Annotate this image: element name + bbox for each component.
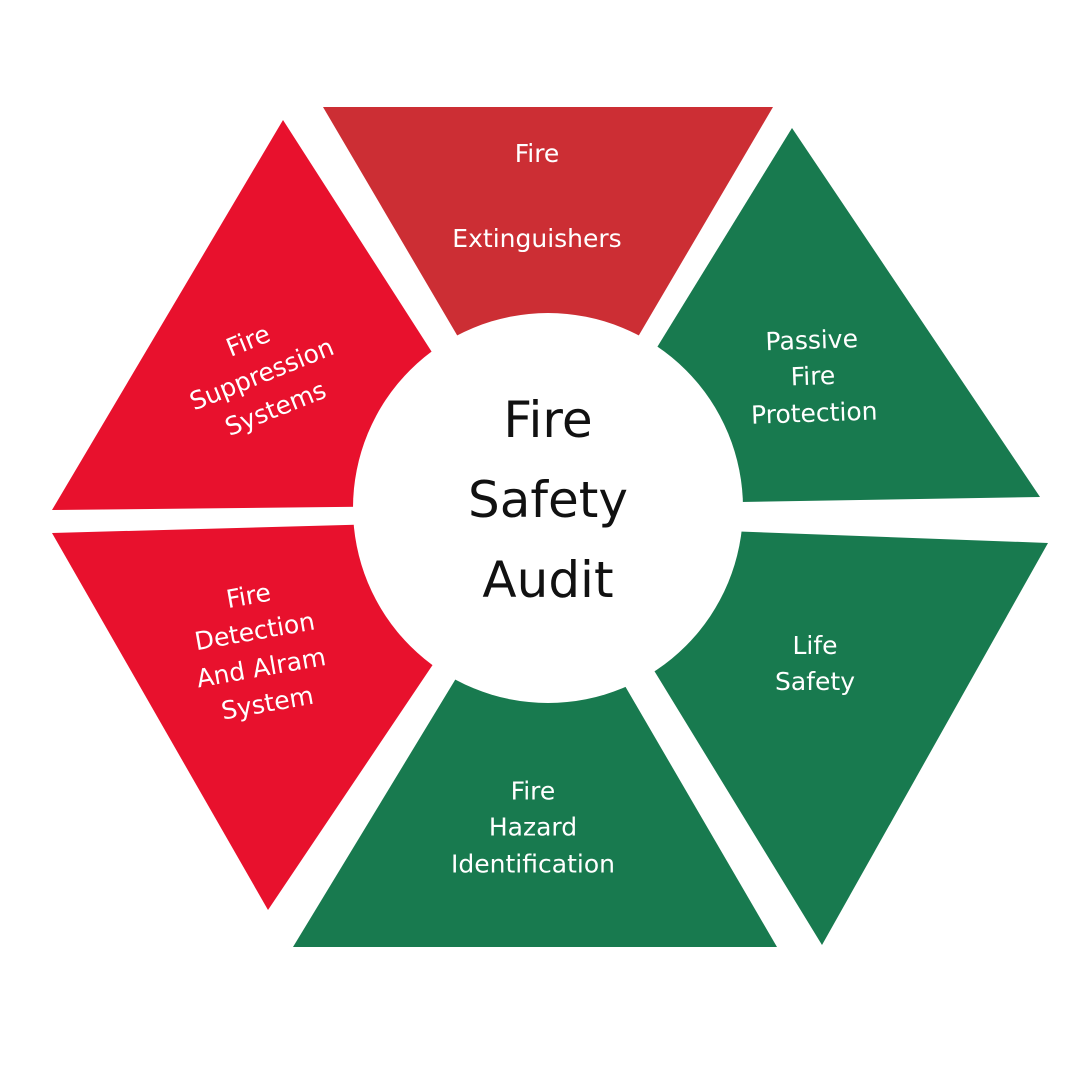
label-line: Hazard bbox=[488, 812, 578, 842]
segment-fire-hazard-identification bbox=[293, 540, 777, 947]
label-passive-fire-protection: Passive Fire Protection bbox=[748, 320, 878, 433]
label-line: Passive bbox=[765, 324, 859, 357]
segment-fire-extinguishers bbox=[323, 107, 773, 490]
title-line: Fire bbox=[503, 391, 593, 449]
label-line: Extinguishers bbox=[452, 224, 622, 253]
label-line: Safety bbox=[775, 667, 855, 696]
diagram-title: Fire Safety Audit bbox=[468, 380, 628, 620]
label-line: Identification bbox=[451, 849, 615, 879]
label-line: Fire bbox=[510, 776, 556, 806]
title-line: Audit bbox=[482, 551, 614, 609]
label-line: Life bbox=[792, 630, 838, 660]
label-line: Fire bbox=[790, 361, 836, 392]
label-fire-hazard-identification: Fire Hazard Identification bbox=[451, 774, 615, 883]
label-fire-extinguishers: Fire Extinguishers bbox=[452, 111, 621, 281]
label-life-safety: Life Safety bbox=[775, 628, 855, 701]
label-line: Protection bbox=[750, 395, 878, 430]
center-circle bbox=[353, 313, 743, 703]
label-fire-detection-alarm: Fire Detection And Alram System bbox=[181, 567, 335, 733]
title-line: Safety bbox=[468, 471, 628, 529]
label-line: Fire bbox=[514, 139, 560, 168]
